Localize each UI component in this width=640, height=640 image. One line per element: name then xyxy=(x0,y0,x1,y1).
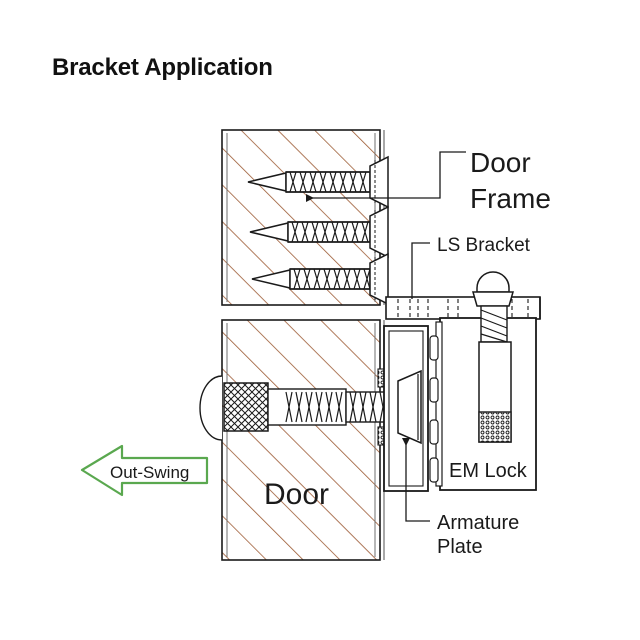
door-body xyxy=(221,319,385,561)
out-swing-arrow xyxy=(80,444,209,497)
page-title: Bracket Application xyxy=(52,54,273,81)
frame-screw-3 xyxy=(251,252,389,306)
leader-armature-plate xyxy=(402,438,430,522)
ls-bracket xyxy=(385,296,541,320)
label-door: Door xyxy=(264,478,329,511)
label-out-swing: Out-Swing xyxy=(110,463,189,482)
em-lock-bolt xyxy=(472,271,514,443)
label-armature-plate-line1: Armature xyxy=(437,512,519,534)
through-bolt xyxy=(199,368,417,446)
leader-ls-bracket xyxy=(411,242,430,299)
label-armature-plate-line2: Plate xyxy=(437,536,483,558)
label-em-lock: EM Lock xyxy=(449,460,528,482)
label-door-frame-line1: Door xyxy=(470,147,531,178)
frame-screw-group xyxy=(247,155,389,306)
frame-screw-1 xyxy=(247,155,389,209)
label-door-frame-line2: Frame xyxy=(470,183,551,214)
leader-door-frame xyxy=(306,151,466,202)
label-ls-bracket: LS Bracket xyxy=(437,235,531,256)
